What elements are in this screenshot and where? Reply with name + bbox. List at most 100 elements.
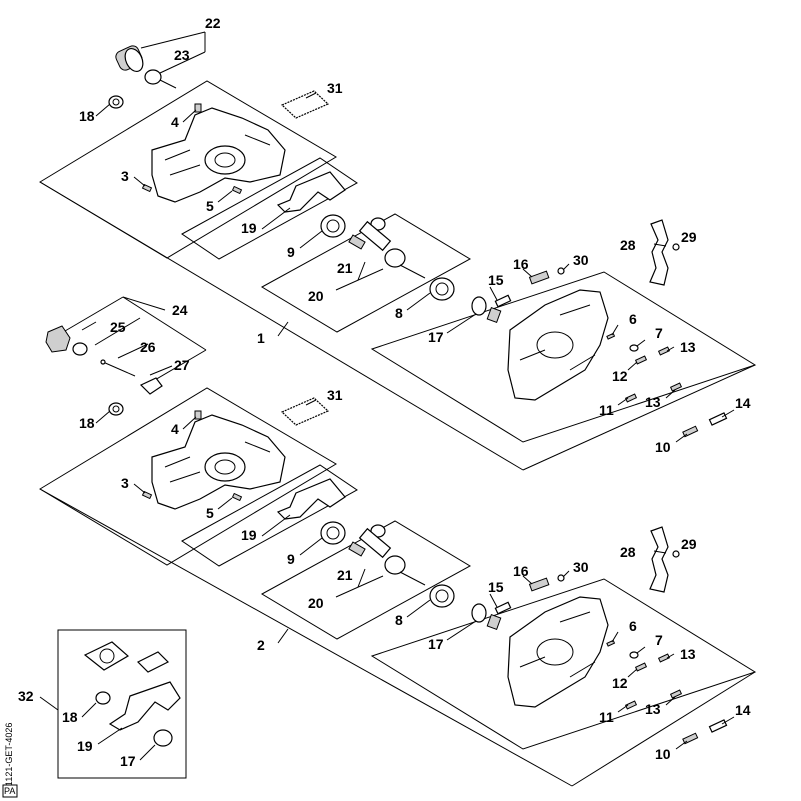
washer-part-17a bbox=[471, 296, 487, 316]
frame-gasket-1 bbox=[181, 157, 358, 260]
pin-part-12b bbox=[634, 662, 648, 672]
housing-part-2a bbox=[507, 596, 609, 708]
assembly-line-1 bbox=[39, 181, 524, 471]
callout-28-top: 28 bbox=[620, 237, 636, 253]
screw-part-14a bbox=[708, 412, 728, 426]
callout-7-bottom: 7 bbox=[655, 632, 663, 648]
nut-part-15a bbox=[486, 307, 502, 323]
callout-23: 23 bbox=[174, 47, 190, 63]
callout-29-bottom: 29 bbox=[681, 536, 697, 552]
pin-part-12a bbox=[634, 355, 648, 365]
seal-part-18c bbox=[95, 691, 111, 705]
callout-31-bottom: 31 bbox=[327, 387, 343, 403]
callout-4-top: 4 bbox=[171, 114, 179, 130]
bearing-part-8b bbox=[429, 584, 455, 608]
screw-part-16b bbox=[528, 577, 550, 592]
callout-6-bottom: 6 bbox=[629, 618, 637, 634]
callout-17-bottom: 17 bbox=[428, 636, 444, 652]
callout-19-top: 19 bbox=[241, 220, 257, 236]
assembly-group-24 bbox=[45, 296, 207, 395]
callout-8-bottom: 8 bbox=[395, 612, 403, 628]
kit-box-frame bbox=[57, 629, 187, 779]
callout-24: 24 bbox=[172, 302, 188, 318]
pin-part-6b bbox=[606, 639, 616, 647]
assembly-group-bottom bbox=[39, 387, 757, 787]
gasket-part-19c bbox=[108, 681, 181, 731]
callout-12-bottom: 12 bbox=[612, 675, 628, 691]
callout-19-bottom: 19 bbox=[241, 527, 257, 543]
callout-13-bottom-a: 13 bbox=[680, 646, 696, 662]
washer-part-17c bbox=[153, 729, 173, 747]
pin-part-13c bbox=[657, 653, 671, 663]
pin-part-11a bbox=[624, 393, 638, 403]
callout-15-top: 15 bbox=[488, 272, 504, 288]
bearing-part-9a bbox=[320, 214, 346, 238]
nut-part-15b bbox=[486, 614, 502, 630]
callout-11-top: 11 bbox=[599, 402, 614, 418]
gasket-part-kit-a bbox=[83, 641, 130, 671]
callout-2: 2 bbox=[257, 637, 265, 653]
callout-30-bottom: 30 bbox=[573, 559, 589, 575]
callout-10-bottom: 10 bbox=[655, 746, 671, 762]
callout-3-top: 3 bbox=[121, 168, 129, 184]
callout-21-bottom: 21 bbox=[337, 567, 353, 583]
stud-part-4a bbox=[194, 103, 202, 113]
gasket-part-19a bbox=[276, 171, 346, 213]
screw-part-7b bbox=[629, 651, 639, 659]
pin-part-13b bbox=[669, 382, 683, 392]
callout-8-top: 8 bbox=[395, 305, 403, 321]
callout-18-kit: 18 bbox=[62, 709, 78, 725]
callout-5-top: 5 bbox=[206, 198, 214, 214]
kit-box-32 bbox=[39, 629, 187, 779]
callout-14-top: 14 bbox=[735, 395, 751, 411]
bracket-part-28a bbox=[649, 219, 669, 286]
reference-mark: PA bbox=[4, 786, 15, 796]
screw-part-7a bbox=[629, 344, 639, 352]
callout-14-bottom: 14 bbox=[735, 702, 751, 718]
pin-part-6a bbox=[606, 332, 616, 340]
callout-30-top: 30 bbox=[573, 252, 589, 268]
gasket-part-19b bbox=[276, 478, 346, 520]
callout-9-top: 9 bbox=[287, 244, 295, 260]
clip-part-27 bbox=[139, 377, 163, 395]
crankshaft-part-20b bbox=[348, 524, 426, 586]
reference-code: 1121-GET-4026 bbox=[4, 723, 14, 786]
callout-13-bottom-b: 13 bbox=[645, 701, 661, 717]
screw-part-16a bbox=[528, 270, 550, 285]
callout-28-bottom: 28 bbox=[620, 544, 636, 560]
callout-18-bottom: 18 bbox=[79, 415, 95, 431]
callout-4-bottom: 4 bbox=[171, 421, 179, 437]
frame-gasket-2 bbox=[181, 464, 358, 567]
stud-part-4b bbox=[194, 410, 202, 420]
callout-19-kit: 19 bbox=[77, 738, 93, 754]
callout-5-bottom: 5 bbox=[206, 505, 214, 521]
bearing-part-9b bbox=[320, 521, 346, 545]
seal-part-18b bbox=[108, 402, 124, 416]
callout-20-top: 20 bbox=[308, 288, 324, 304]
label-plate-part-31a bbox=[280, 90, 330, 119]
washer-part-30b bbox=[557, 574, 565, 582]
callout-18-top: 18 bbox=[79, 108, 95, 124]
callout-27: 27 bbox=[174, 357, 190, 373]
callout-22: 22 bbox=[205, 15, 221, 31]
callout-11-bottom: 11 bbox=[599, 709, 614, 725]
pin-part-5a bbox=[231, 185, 243, 195]
callout-1: 1 bbox=[257, 330, 265, 346]
callout-32: 32 bbox=[18, 688, 34, 704]
callout-29-top: 29 bbox=[681, 229, 697, 245]
bracket-part-28b bbox=[649, 526, 669, 593]
pin-part-5b bbox=[231, 492, 243, 502]
label-plate-part-31b bbox=[280, 397, 330, 426]
bearing-part-8a bbox=[429, 277, 455, 301]
washer-part-25 bbox=[72, 342, 88, 356]
callout-20-bottom: 20 bbox=[308, 595, 324, 611]
pin-part-13d bbox=[669, 689, 683, 699]
gasket-part-kit-b bbox=[136, 651, 170, 673]
callout-21-top: 21 bbox=[337, 260, 353, 276]
frame-crankcase-2 bbox=[39, 387, 337, 566]
callout-13-top-a: 13 bbox=[680, 339, 696, 355]
callout-15-bottom: 15 bbox=[488, 579, 504, 595]
callout-10-top: 10 bbox=[655, 439, 671, 455]
callout-17-kit: 17 bbox=[120, 753, 136, 769]
